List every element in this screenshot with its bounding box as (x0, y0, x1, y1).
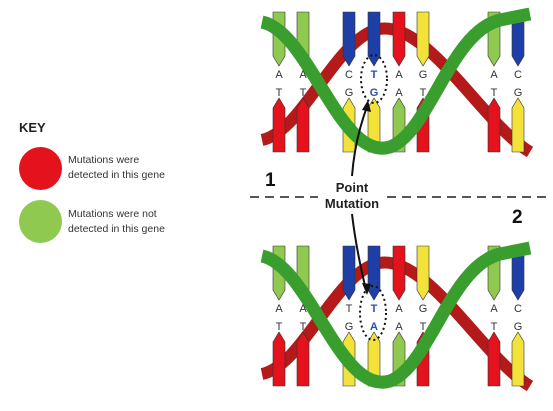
base-top (416, 245, 430, 301)
base-bottom (511, 331, 525, 387)
base-letter-bottom: T (491, 87, 498, 99)
base-letter-top: A (490, 69, 498, 81)
arrow-up (351, 100, 371, 177)
key-green-line1: Mutations were not (68, 208, 157, 220)
strand-1-number: 1 (265, 170, 276, 191)
base-bottom (511, 97, 525, 153)
base-top (342, 11, 356, 67)
mutation-highlight-1 (360, 54, 388, 104)
base-top (416, 11, 430, 67)
base-letter-bottom: T (420, 87, 427, 99)
base-top (392, 11, 406, 67)
base-letter-bottom: A (370, 321, 378, 333)
base-letter-top: C (514, 69, 522, 81)
base-letter-bottom: G (345, 87, 354, 99)
base-letter-bottom: T (276, 321, 283, 333)
base-bottom (272, 97, 286, 153)
key-green-line2: detected in this gene (68, 223, 165, 235)
annotation-line2: Mutation (325, 196, 379, 211)
base-letter-top: A (299, 303, 307, 315)
base-letter-top: T (371, 69, 378, 81)
base-letter-top: C (514, 303, 522, 315)
base-bottom (487, 97, 501, 153)
key-red-text: Mutations were detected in this gene (68, 153, 208, 183)
mutation-highlight-2 (359, 285, 387, 341)
base-bottom (487, 331, 501, 387)
base-top (367, 11, 381, 67)
base-letter-top: T (346, 303, 353, 315)
base-letter-bottom: T (300, 87, 307, 99)
annotation-line1: Point (336, 180, 369, 195)
base-top (392, 245, 406, 301)
key-red-dot (19, 147, 62, 190)
base-letter-top: A (490, 303, 498, 315)
base-letter-top: G (419, 69, 428, 81)
arrow-down (351, 213, 371, 295)
helix-front-ribbon (259, 241, 532, 389)
base-letter-top: G (419, 303, 428, 315)
base-letter-bottom: T (300, 321, 307, 333)
base-letter-bottom: G (345, 321, 354, 333)
base-letter-bottom: G (514, 87, 523, 99)
base-letter-bottom: G (370, 87, 379, 99)
key-title: KEY (19, 120, 46, 135)
base-bottom (272, 331, 286, 387)
base-letter-top: A (275, 69, 283, 81)
base-letter-top: A (395, 69, 403, 81)
base-top (342, 245, 356, 301)
key-green-text: Mutations were not detected in this gene (68, 207, 208, 237)
key-green-dot (19, 200, 62, 243)
helix-front-ribbon (259, 7, 532, 155)
base-bottom (296, 331, 310, 387)
base-bottom (296, 97, 310, 153)
base-letter-top: A (275, 303, 283, 315)
base-letter-bottom: T (420, 321, 427, 333)
base-letter-bottom: A (395, 321, 403, 333)
base-letter-bottom: T (491, 321, 498, 333)
base-letter-top: C (345, 69, 353, 81)
base-letter-top: A (395, 303, 403, 315)
base-letter-bottom: T (276, 87, 283, 99)
key-red-line1: Mutations were (68, 154, 140, 166)
base-top (367, 245, 381, 301)
base-letter-top: A (299, 69, 307, 81)
base-letter-bottom: G (514, 321, 523, 333)
strand-2-number: 2 (512, 207, 523, 228)
base-letter-top: T (371, 303, 378, 315)
key-red-line2: detected in this gene (68, 169, 165, 181)
base-letter-bottom: A (395, 87, 403, 99)
